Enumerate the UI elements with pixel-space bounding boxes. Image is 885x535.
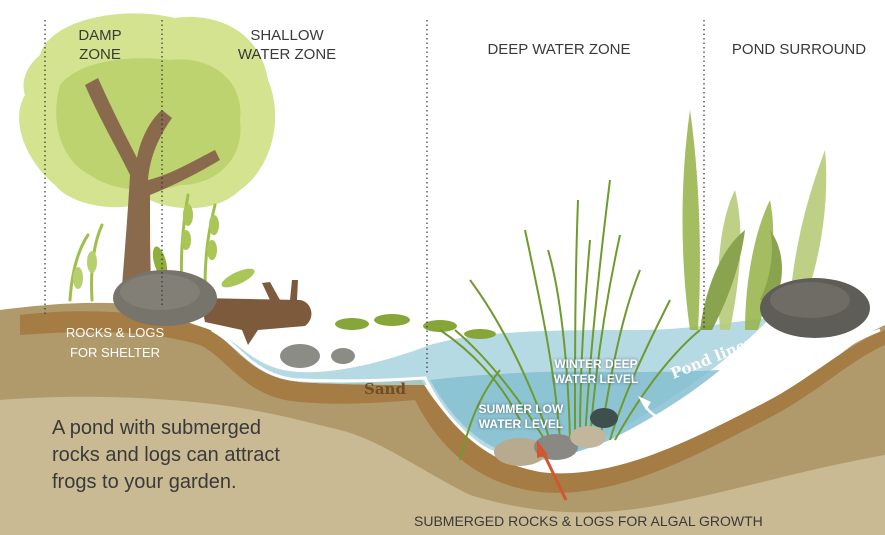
zone-label-damp: DAMP ZONE [70, 26, 130, 64]
caption: A pond with submerged rocks and logs can… [52, 415, 280, 496]
lily-pads [335, 314, 496, 339]
label-summer-level: SUMMER LOW WATER LEVEL [466, 402, 576, 432]
label-submerged-rocks: SUBMERGED ROCKS & LOGS FOR ALGAL GROWTH [414, 512, 763, 531]
zone-label-deep: DEEP WATER ZONE [470, 40, 648, 59]
shallow-pebbles [280, 344, 355, 368]
label-rocks-logs-shelter: ROCKS & LOGS FOR SHELTER [50, 323, 180, 363]
zone-label-surround: POND SURROUND [714, 40, 884, 59]
label-winter-level: WINTER DEEP WATER LEVEL [540, 357, 652, 387]
label-sand: Sand [364, 380, 406, 398]
zone-label-shallow: SHALLOW WATER ZONE [222, 26, 352, 64]
